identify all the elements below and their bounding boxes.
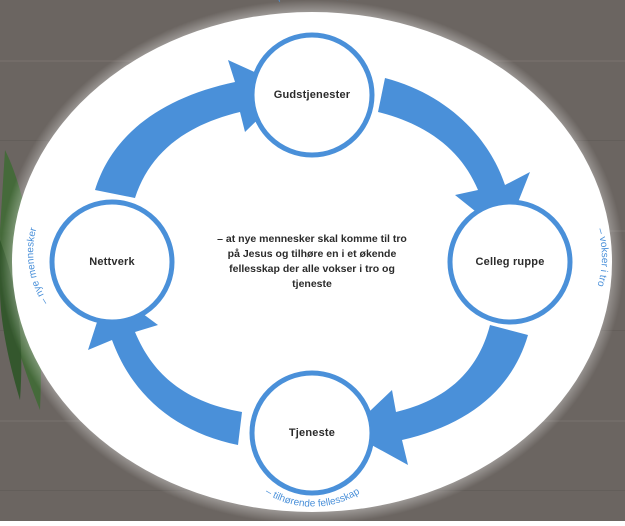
arc-label-right: – vokser i tro	[594, 227, 610, 288]
arrow-top-to-right	[378, 78, 530, 235]
arrow-left-to-top	[95, 60, 290, 198]
node-label-right: Celleg ruppe	[475, 256, 545, 268]
cycle-arrows	[88, 60, 530, 465]
node-label-bottom: Tjeneste	[288, 427, 336, 439]
node-label-left: Nettverk	[89, 256, 135, 268]
arrow-right-to-bottom	[348, 325, 528, 465]
node-circle-top	[249, 32, 375, 158]
node-circle-right	[447, 199, 573, 325]
node-circle-bottom	[249, 370, 375, 496]
node-label-top: Gudstjenester	[273, 89, 351, 101]
center-statement: – at nye mennesker skal komme til tro på…	[217, 233, 407, 290]
node-circle-left	[49, 199, 175, 325]
arrow-bottom-to-left	[88, 288, 242, 445]
